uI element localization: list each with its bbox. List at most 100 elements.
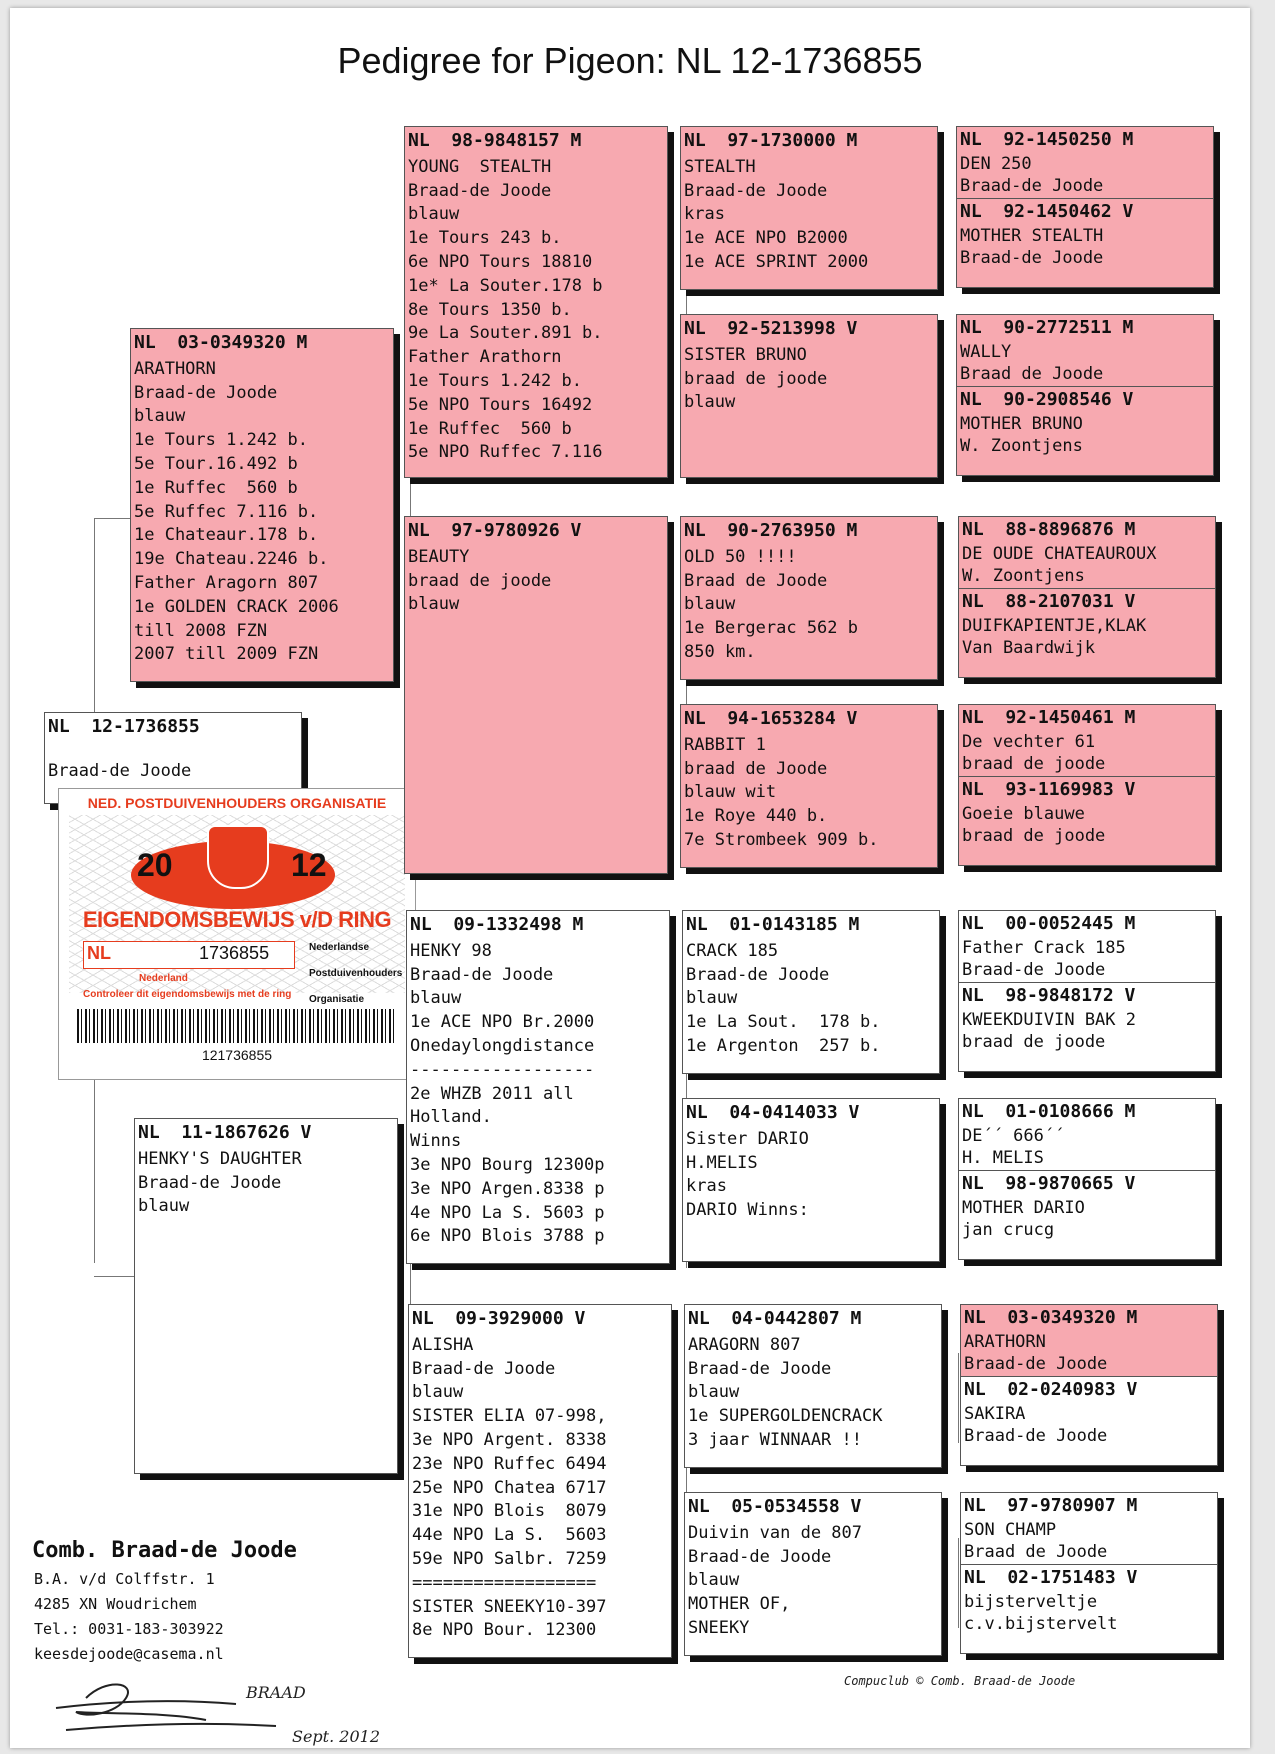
card-check-text: Controleer dit eigendomsbewijs met de ri… <box>83 989 292 1000</box>
pedigree-line: kras <box>686 1176 727 1197</box>
ring-number: NL 92-5213998 V <box>684 318 858 339</box>
ring-number: NL 03-0349320 M <box>964 1307 1138 1328</box>
pedigree-line: 1e Tours 243 b. <box>408 228 562 249</box>
pedigree-line: ================== <box>412 1572 597 1593</box>
pigeon-breeder: Braad-de Joode <box>48 760 192 781</box>
pedigree-line: 44e NPO La S. 5603 <box>412 1525 607 1546</box>
signature: BRAAD Sept. 2012 <box>55 1683 380 1746</box>
pedigree-line: kras <box>684 204 725 225</box>
pedigree-line: 4e NPO La S. 5603 p <box>410 1202 605 1223</box>
pedigree-line: Father Aragorn 807 <box>134 572 319 593</box>
ring-number: NL 97-1730000 M <box>684 130 858 151</box>
pedigree-line: Braad-de Joode <box>688 1358 832 1379</box>
pedigree-line: 1e ACE NPO Br.2000 <box>410 1012 595 1033</box>
card-country-code: NL <box>87 943 111 963</box>
pedigree-line: blauw <box>410 988 462 1009</box>
pedigree-line: Braad de Joode <box>684 570 828 591</box>
pedigree-line: MOTHER OF, <box>688 1594 791 1615</box>
pedigree-line: blauw <box>134 406 186 427</box>
signature-name: BRAAD <box>245 1683 306 1702</box>
pedigree-line: blauw <box>408 204 460 225</box>
pedigree-line: blauw <box>688 1382 740 1403</box>
pedigree-line: STEALTH <box>684 156 756 177</box>
pedigree-line: WALLY <box>960 342 1012 362</box>
owner-street: B.A. v/d Colffstr. 1 <box>34 1570 215 1588</box>
ring-number: NL 05-0534558 V <box>688 1496 862 1517</box>
pedigree-line: ARAGORN 807 <box>688 1334 801 1355</box>
npo-line: Organisatie <box>309 994 365 1005</box>
pedigree-line: MOTHER STEALTH <box>960 226 1104 246</box>
pedigree-line: braad de joode <box>962 1032 1106 1052</box>
pedigree-line: braad de joode <box>408 570 552 591</box>
pedigree-line: SISTER BRUNO <box>684 344 807 365</box>
pedigree-line: Braad de Joode <box>964 1542 1108 1562</box>
pedigree-line: braad de Joode <box>684 758 828 779</box>
pedigree-line: 31e NPO Blois 8079 <box>412 1501 607 1522</box>
pedigree-line: 1e Chateaur.178 b. <box>134 525 319 546</box>
connector <box>94 518 136 519</box>
pedigree-line: 1e La Sout. 178 b. <box>686 1012 881 1033</box>
pedigree-line: Duivin van de 807 <box>688 1522 862 1543</box>
pedigree-line: Van Baardwijk <box>962 638 1096 658</box>
pedigree-line: BEAUTY <box>408 546 470 567</box>
card-organisation: NED. POSTDUIVENHOUDERS ORGANISATIE <box>87 795 387 811</box>
pedigree-line: HENKY 98 <box>410 940 492 961</box>
pedigree-line: ------------------ <box>410 1059 595 1080</box>
pedigree-line: 6e NPO Blois 3788 p <box>410 1226 605 1247</box>
pedigree-line: SNEEKY <box>688 1617 750 1638</box>
pedigree-line: Braad-de Joode <box>134 382 278 403</box>
connector <box>686 608 687 788</box>
pedigree-line: 8e Tours 1350 b. <box>408 299 572 320</box>
ring-number: NL 92-1450250 M <box>960 129 1134 150</box>
ring-number: NL 97-9780907 M <box>964 1495 1138 1516</box>
ring-number: NL 01-0108666 M <box>962 1101 1136 1122</box>
pedigree-line: 1e Ruffec 560 b <box>408 418 572 439</box>
pedigree-line: Braad-de Joode <box>960 176 1104 196</box>
ring-number: NL 98-9870665 V <box>962 1173 1136 1194</box>
pedigree-line: 1e Ruffec 560 b <box>134 477 298 498</box>
pedigree-line: blauw wit <box>684 782 777 803</box>
footer-credit: Compuclub © Comb. Braad-de Joode <box>844 1674 1076 1688</box>
pedigree-line: CRACK 185 <box>686 940 779 961</box>
ring-number: NL 11-1867626 V <box>138 1122 312 1143</box>
pedigree-sheet: Pedigree for Pigeon: NL 12-1736855 NL 12… <box>10 8 1250 1748</box>
pigeon-ring: NL 12-1736855 <box>48 716 200 737</box>
pedigree-line: W. Zoontjens <box>960 436 1083 456</box>
pedigree-line: bijsterveltje <box>964 1592 1098 1612</box>
pedigree-line: Goeie blauwe <box>962 804 1085 824</box>
pedigree-line: 19e Chateau.2246 b. <box>134 549 329 570</box>
card-title: EIGENDOMSBEWIJS v/D RING <box>82 907 392 932</box>
pedigree-line: 1e Tours 1.242 b. <box>134 430 308 451</box>
pedigree-line: Braad-de Joode <box>410 964 554 985</box>
npo-line: Postduivenhouders <box>309 968 403 979</box>
ring-number: NL 88-8896876 M <box>962 519 1136 540</box>
ring-number: NL 01-0143185 M <box>686 914 860 935</box>
ring-number: NL 92-1450462 V <box>960 201 1134 222</box>
pedigree-line: Braad-de Joode <box>408 180 552 201</box>
ring-number: NL 92-1450461 M <box>962 707 1136 728</box>
pedigree-line: 1e Argenton 257 b. <box>686 1035 881 1056</box>
npo-line: Nederlandse <box>309 942 370 953</box>
owner-phone: Tel.: 0031-183-303922 <box>34 1620 224 1638</box>
ring-number: NL 98-9848157 M <box>408 130 582 151</box>
owner-name: Comb. Braad-de Joode <box>32 1538 297 1563</box>
ring-number: NL 04-0442807 M <box>688 1308 862 1329</box>
pedigree-line: 1e GOLDEN CRACK 2006 <box>134 596 339 617</box>
